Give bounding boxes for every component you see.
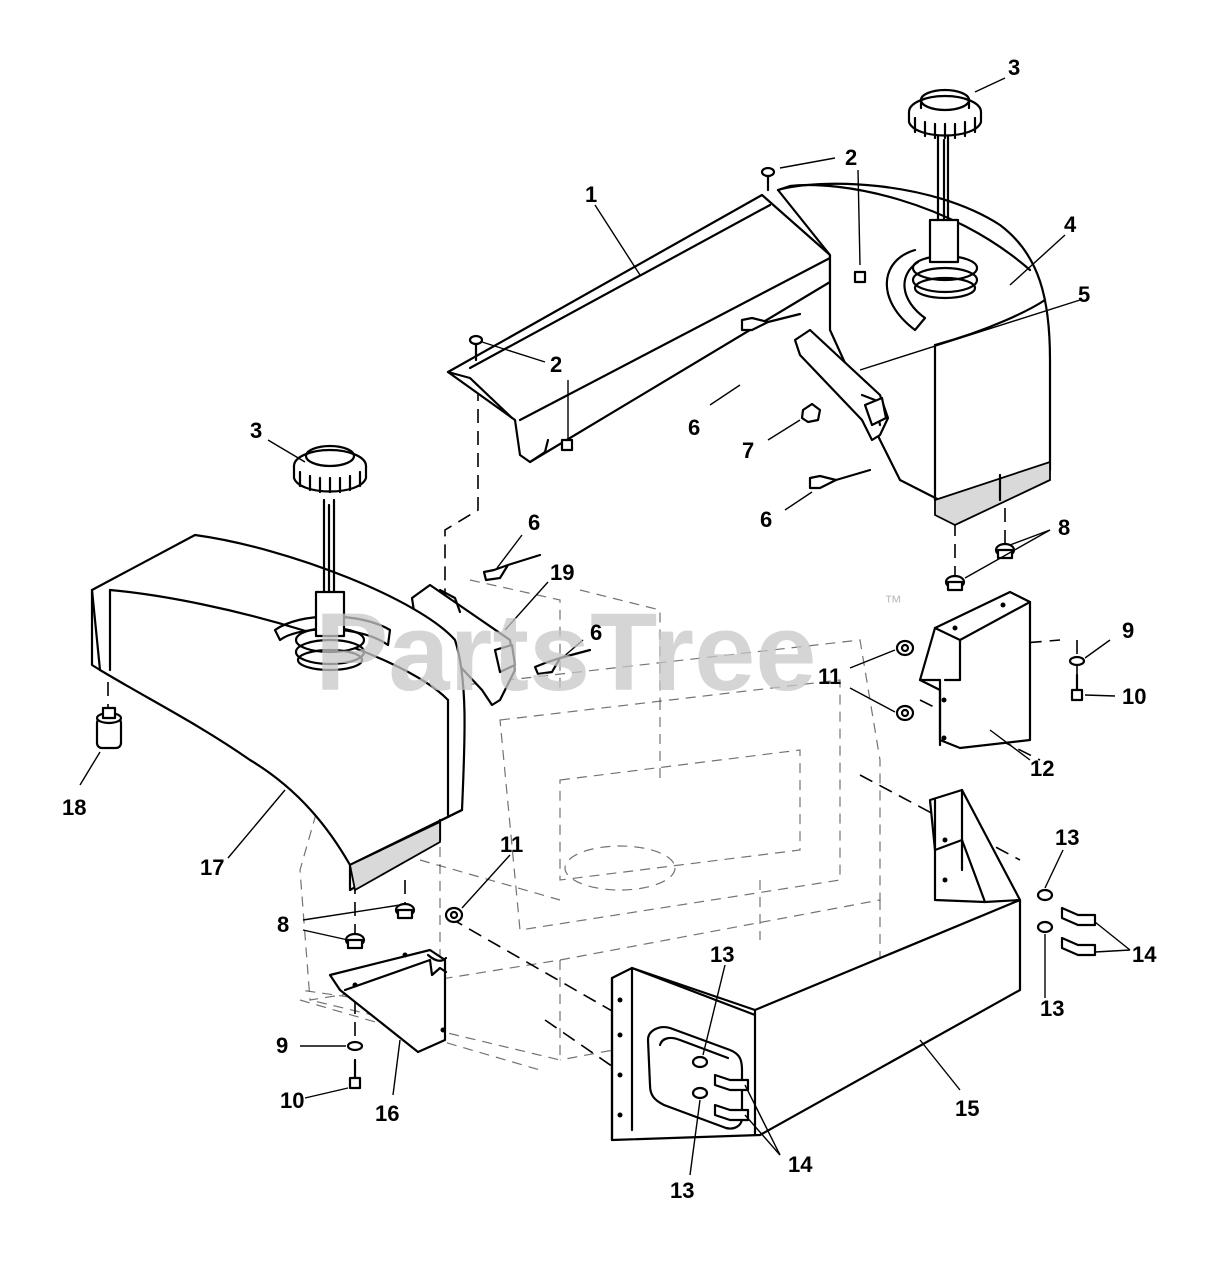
callout-18: 18 [62,795,86,820]
callout-7: 7 [742,438,754,463]
grommet-8-left-a [394,902,416,920]
callout-13-c: 13 [710,942,734,967]
grommet-8-right-a [944,574,966,592]
part-16-left-mount-bracket [328,948,448,1054]
callout-6-b: 6 [760,507,772,532]
callout-13-a: 13 [1055,825,1079,850]
screw-2-top [760,166,776,192]
callout-1: 1 [585,182,597,207]
callout-9-left: 9 [276,1033,288,1058]
callout-14-a: 14 [1132,942,1157,967]
bolt-6-b [808,468,872,490]
part-1-cross-panel [446,193,832,464]
callout-2-top: 2 [845,145,857,170]
watermark: PartsTree ™ [315,591,902,714]
screw-2-bottom [560,438,574,452]
callout-11-left: 11 [500,832,523,857]
callout-12: 12 [1030,756,1054,781]
washer-13-d [691,1086,709,1100]
callout-13-d: 13 [670,1178,694,1203]
bolt-10-right [1070,673,1084,702]
bolt-6-d [533,648,592,676]
callout-19: 19 [550,560,574,585]
part-4-right-fuel-tank [776,88,1052,527]
callout-8-right: 8 [1058,515,1070,540]
screw-2-left [468,334,484,362]
bolt-14-d [713,1103,750,1122]
grommet-8-left-b [344,932,366,950]
callout-labels: 1 2 2 3 3 4 5 6 6 6 6 7 8 8 9 9 10 10 11… [62,55,1157,1203]
callout-11-right: 11 [818,664,841,689]
screw-2-right [853,270,867,284]
nut-11-right-a [895,639,915,657]
callout-10-right: 10 [1122,684,1146,709]
callout-9-right: 9 [1122,618,1134,643]
callout-3-right: 3 [1008,55,1020,80]
watermark-brand: PartsTree [315,591,816,714]
callout-6-d: 6 [590,620,602,645]
bolt-10-left [348,1058,362,1090]
callout-10-left: 10 [280,1088,304,1113]
bolt-6-a [740,312,802,332]
callout-13-b: 13 [1040,996,1064,1021]
callout-3-left: 3 [250,418,262,443]
bolt-6-c [482,553,542,582]
hardware-fasteners [344,166,1097,1122]
callout-2-left: 2 [550,352,562,377]
nut-7 [800,402,822,424]
washer-13-a [1036,888,1054,902]
washer-9-right [1068,655,1086,667]
part-17-left-fuel-tank [90,444,466,892]
part-12-right-mount-bracket [918,590,1032,750]
nut-11-left [444,906,464,924]
callout-5: 5 [1078,282,1090,307]
callout-15: 15 [955,1096,979,1121]
bolt-14-b [1060,936,1097,957]
callout-6-c: 6 [528,510,540,535]
callout-6-a: 6 [688,415,700,440]
callout-8-left: 8 [277,912,289,937]
part-5-right-bracket [793,328,890,442]
part-18-isolator [95,706,123,750]
nut-11-right-b [895,704,915,722]
bolt-14-a [1060,906,1097,927]
washer-13-c [691,1055,709,1069]
callout-14-b: 14 [788,1152,813,1177]
watermark-trademark: ™ [884,592,902,612]
callout-17: 17 [200,855,224,880]
washer-9-left [346,1040,364,1052]
part-19-left-bracket [410,583,517,707]
leader-lines [79,77,1131,1176]
callout-16: 16 [375,1101,399,1126]
callout-4: 4 [1064,212,1077,237]
washer-13-b [1036,920,1054,934]
